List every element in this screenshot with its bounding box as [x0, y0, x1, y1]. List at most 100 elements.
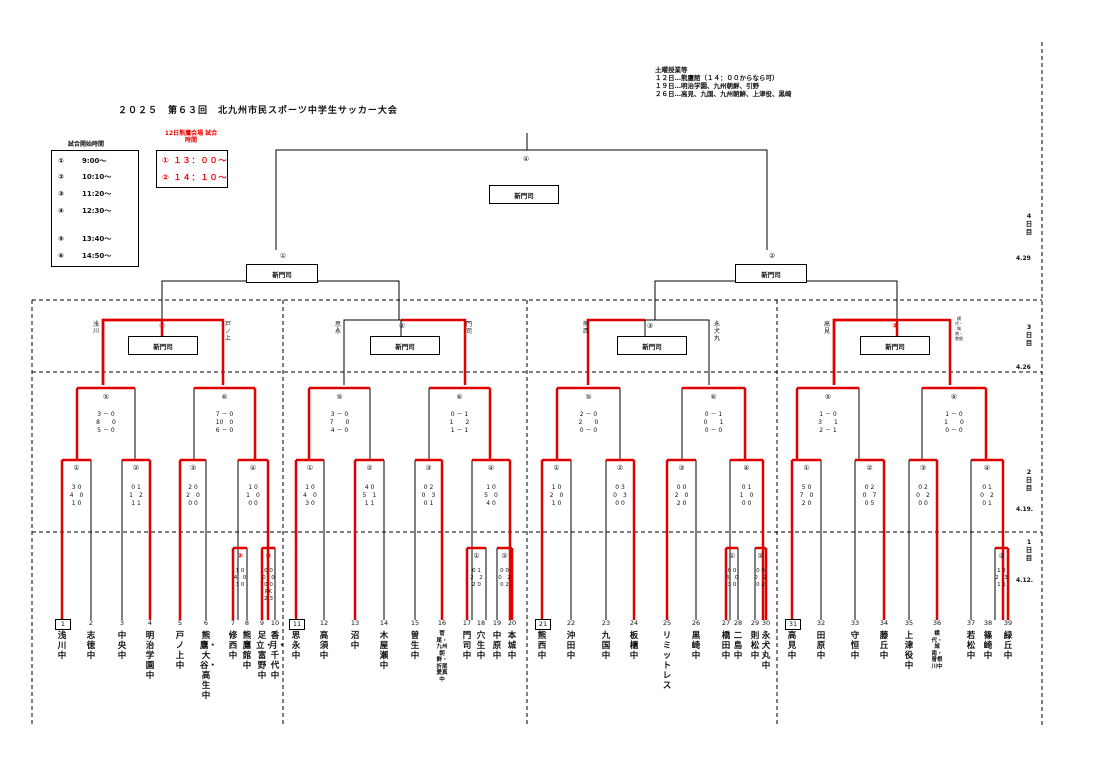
- team-number: 4: [147, 619, 153, 627]
- team-name: 中央中: [117, 631, 127, 661]
- venue-box: 新門司: [370, 336, 440, 355]
- r1-match-label: ③: [998, 552, 1005, 560]
- team-number: 21: [535, 619, 551, 630]
- team-name: 沖田中: [566, 631, 576, 661]
- r2-score: 2 0 2 0 0 0: [186, 484, 200, 507]
- r2-match-label: ②: [132, 464, 140, 472]
- qf-match-label: ④: [159, 322, 165, 330]
- r3-match-label: ⑤: [336, 393, 343, 401]
- r2-score: 3 0 4 0 1 0: [69, 484, 84, 507]
- team-name: 修西中: [228, 631, 238, 661]
- team-name: 明治学園中: [145, 631, 155, 681]
- r3-score: 0 － 1 1 2 1 － 1: [449, 411, 470, 434]
- page-title: ２０２５ 第６３回 北九州市民スポーツ中学生サッカー大会: [118, 106, 398, 116]
- team-number: 31: [785, 619, 801, 630]
- team-name: 高見中: [787, 631, 797, 661]
- qf-match-label: ③: [646, 322, 654, 330]
- team-name: 門司中: [462, 631, 472, 661]
- notes-line: １９日…明治学園、九州朝鮮、引野: [655, 82, 759, 90]
- team-name: 篠崎中: [983, 631, 993, 661]
- bracket-line: [832, 318, 952, 385]
- team-number: 3: [119, 619, 125, 627]
- team-name: 永犬丸中: [761, 631, 771, 671]
- team-number: 18: [476, 619, 486, 627]
- r2-score: 0 1 0 2 0 1: [980, 484, 994, 507]
- round-date: 4.29: [1016, 255, 1031, 262]
- r2-score: 1 0 4 0 3 0: [303, 484, 317, 507]
- r2-match-label: ③: [919, 464, 927, 472]
- r1-score: 0 0 0 2 0 2: [498, 568, 511, 588]
- team-number: 25: [662, 619, 672, 627]
- team-name: 則松中: [750, 631, 760, 661]
- round-label: 4日目: [1025, 212, 1033, 236]
- r1-score: 0 0 0 0 0 0 PK 2-3: [262, 568, 275, 602]
- r3-match-label: ⑥: [710, 393, 717, 401]
- team-number: 30: [761, 619, 771, 627]
- r2-score: 1 0 1 0 0 0: [246, 484, 260, 507]
- team-name: 足立・富野中: [256, 631, 274, 681]
- team-number: 2: [88, 619, 94, 627]
- venue-box: 新門司: [617, 336, 687, 355]
- qf-side-label: 浅川: [92, 321, 99, 335]
- r2-match-label: ④: [487, 464, 495, 472]
- r2-match-label: ②: [866, 464, 873, 472]
- team-number: 5: [177, 619, 183, 627]
- team-number: 15: [410, 619, 420, 627]
- round-label: 2日目: [1025, 468, 1033, 492]
- notes-line: ２６日…高見、九国、九州朝鮮、上津役、黒崎: [655, 90, 792, 98]
- r3-score: 3 － 0 7 0 4 － 0: [329, 411, 350, 434]
- r2-score: 0 2 0 2 0 0: [916, 484, 930, 507]
- r2-match-label: ①: [553, 464, 560, 472]
- r2-match-label: ①: [73, 464, 80, 472]
- team-name: 志徳中: [86, 631, 96, 661]
- r3-score: 2 － 0 2 0 0 － 0: [578, 411, 599, 434]
- r3-score: 1 － 0 1 0 0 － 0: [944, 411, 964, 434]
- notes-line: 土曜授業等: [655, 66, 688, 74]
- r2-match-label: ③: [425, 464, 432, 472]
- team-name: 田原中: [816, 631, 826, 661]
- venue-box: 新門司: [128, 336, 198, 355]
- r2-match-label: ②: [366, 464, 373, 472]
- team-name: 横代・城南・曽根川中: [931, 631, 943, 670]
- time-table-heading: 試合開始時間: [68, 141, 105, 148]
- team-number: 26: [691, 619, 701, 627]
- r2-score: 0 1 1 2 1 1: [129, 484, 143, 507]
- bracket-line: [275, 149, 768, 250]
- r3-match-label: ⑥: [950, 393, 958, 401]
- r1-score: 0 0 0 2 0 2: [754, 568, 767, 588]
- team-name: 浅川中: [57, 631, 67, 661]
- team-number: 23: [601, 619, 611, 627]
- team-number: 35: [904, 619, 914, 627]
- day12-table: ① １３：００～ ② １４：１０～: [156, 150, 228, 188]
- r1-match-label: ①: [728, 552, 736, 560]
- team-name: 熊鷹館中: [242, 631, 252, 671]
- team-number: 22: [566, 619, 576, 627]
- semi-match-label: ②: [768, 252, 776, 260]
- round-date: 4.26: [1016, 364, 1031, 371]
- team-number: 34: [879, 619, 889, 627]
- r2-match-label: ①: [306, 464, 314, 472]
- team-number: 11: [289, 619, 305, 630]
- r3-match-label: ⑤: [102, 393, 110, 401]
- semi-match-label: ①: [279, 252, 287, 260]
- r2-match-label: ①: [803, 464, 810, 472]
- team-number: 17: [462, 619, 472, 627]
- team-number: 29: [750, 619, 760, 627]
- team-name: 熊西中: [537, 631, 547, 661]
- r3-match-label: ⑤: [585, 393, 592, 401]
- team-number: 32: [816, 619, 826, 627]
- notes-line: １２日…熊鷹館（１４：００からなら可）: [655, 74, 779, 82]
- day12-row: ① １３：００～: [162, 156, 228, 165]
- team-number: 7: [230, 619, 236, 627]
- team-name: 木屋瀬中: [379, 631, 389, 671]
- team-number: 14: [379, 619, 389, 627]
- venue-box: 新門司: [246, 264, 318, 283]
- team-name: 高須中: [319, 631, 329, 661]
- team-name: 若松中: [966, 631, 976, 661]
- r2-score: 0 2 0 3 0 1: [421, 484, 436, 507]
